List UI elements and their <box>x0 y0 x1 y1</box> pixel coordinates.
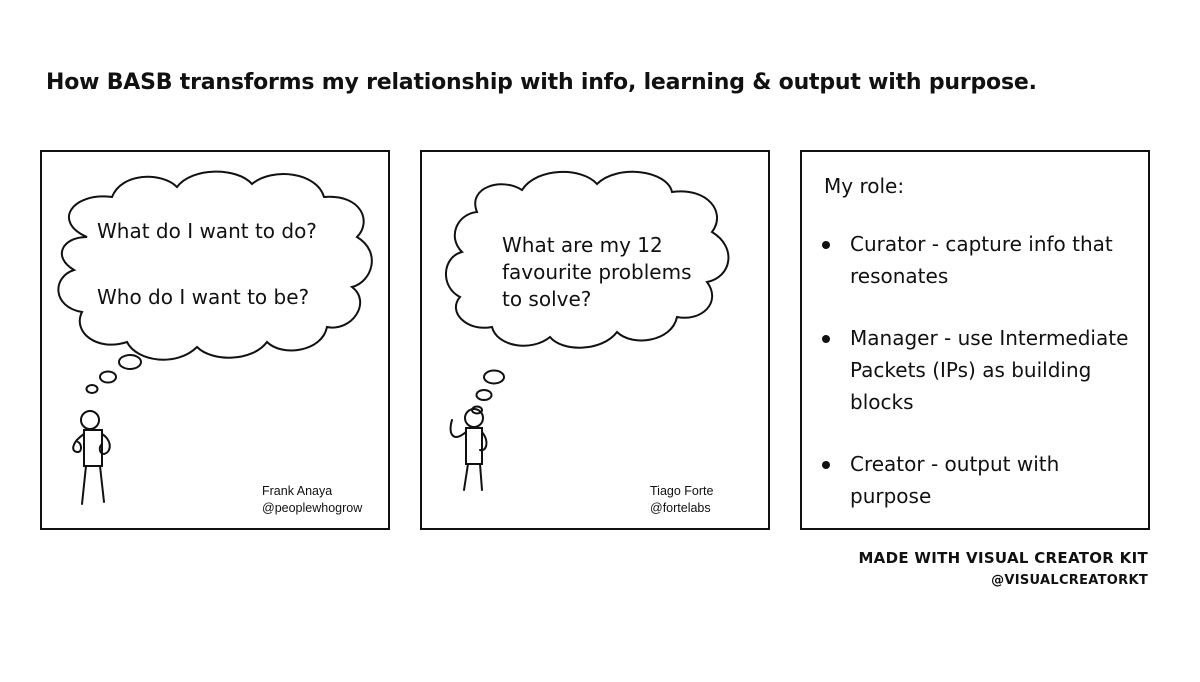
credit-handle: @peoplewhogrow <box>262 501 363 515</box>
role-text: Manager - use Intermediate Packets (IPs)… <box>850 326 1129 414</box>
credit: Tiago Forte @fortelabs <box>650 483 713 517</box>
thought-dot-large <box>483 369 505 385</box>
thought-dot-medium <box>475 389 493 401</box>
page-heading: How BASB transforms my relationship with… <box>46 70 1037 95</box>
thought-dot-medium <box>99 370 117 384</box>
footer-line-2: @VISUALCREATORKT <box>991 573 1148 588</box>
comic-panel-roles: My role: Curator - capture info that res… <box>800 150 1150 530</box>
bullet-icon <box>822 241 830 249</box>
role-manager: Manager - use Intermediate Packets (IPs)… <box>820 322 1140 418</box>
credit-name: Tiago Forte <box>650 484 714 498</box>
comic-panel-frank: What do I want to do? Who do I want to b… <box>40 150 390 530</box>
role-curator: Curator - capture info that resonates <box>820 228 1140 292</box>
credit-handle: @fortelabs <box>650 501 711 515</box>
role-text: Creator - output with purpose <box>850 452 1060 508</box>
scene-illustration <box>445 170 730 491</box>
stick-figure-icon <box>72 410 111 505</box>
thought-dot-large <box>118 354 142 370</box>
footer-credit: MADE WITH VISUAL CREATOR KIT @VISUALCREA… <box>858 547 1148 591</box>
credit: Frank Anaya @peoplewhogrow <box>262 483 362 517</box>
bullet-icon <box>822 335 830 343</box>
thought-bubble-icon <box>445 170 730 349</box>
thought-text-1: What do I want to do? <box>97 219 317 243</box>
scene-illustration <box>57 170 373 505</box>
roles-list: Curator - capture info that resonates Ma… <box>820 228 1140 542</box>
comic-panel-tiago: What are my 12 favourite problems to sol… <box>420 150 770 530</box>
thought-bubble-icon <box>57 170 373 361</box>
thought-text: What are my 12 favourite problems to sol… <box>502 233 692 311</box>
role-creator: Creator - output with purpose <box>820 448 1140 512</box>
thought-text-2: Who do I want to be? <box>97 285 310 309</box>
footer-line-1: MADE WITH VISUAL CREATOR KIT <box>858 549 1148 567</box>
credit-name: Frank Anaya <box>262 484 333 498</box>
roles-title: My role: <box>824 174 905 198</box>
stick-figure-icon <box>449 408 488 491</box>
role-text: Curator - capture info that resonates <box>850 232 1113 288</box>
thought-dot-small <box>85 384 99 394</box>
bullet-icon <box>822 461 830 469</box>
